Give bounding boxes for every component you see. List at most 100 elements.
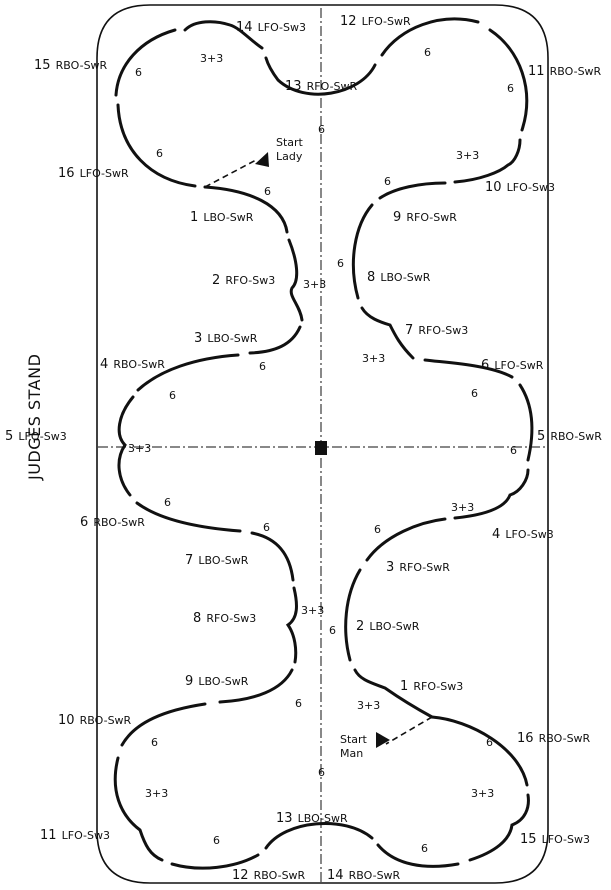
- beat-count: 6: [510, 444, 517, 457]
- beat-count: 6: [263, 521, 270, 534]
- lady-lobe-4: [136, 353, 240, 392]
- beat-count: 6: [337, 257, 344, 270]
- rink-outline: [96, 4, 549, 884]
- lady-lobe-2: [287, 238, 304, 322]
- man-lobe-8: [351, 203, 374, 300]
- lady-step-label: 6 RBO-SwR: [80, 511, 145, 530]
- judges-stand-label: JUDGES STAND: [25, 354, 44, 481]
- man-step-label: 16 LFO-SwR: [58, 162, 129, 181]
- man-step-label: 5 RBO-SwR: [537, 425, 602, 444]
- man-step-label: 1 RFO-Sw3: [400, 675, 463, 694]
- man-lobe-7: [360, 306, 415, 360]
- man-lobe-10: [453, 138, 522, 184]
- lady-step-label: 12 RBO-SwR: [232, 864, 306, 883]
- man-pattern-lobes: [114, 17, 534, 719]
- lady-step-label: 1 LBO-SwR: [190, 206, 254, 225]
- rink-center-marker: [315, 441, 327, 455]
- lady-step-label: 8 RFO-Sw3: [193, 607, 256, 626]
- man-lobe-15: [114, 28, 177, 97]
- beat-count-split: 3+3: [200, 52, 223, 65]
- man-lobe-1: [353, 668, 434, 719]
- beat-count: 6: [318, 123, 325, 136]
- beat-count-split: 3+3: [128, 442, 151, 455]
- beat-count: 6: [295, 697, 302, 710]
- beat-count: 6: [329, 624, 336, 637]
- beat-count-split: 3+3: [456, 149, 479, 162]
- lady-lobe-16: [430, 715, 529, 787]
- start-lady-line2: Lady: [276, 150, 303, 163]
- lady-step-label: 11 LFO-Sw3: [40, 824, 110, 843]
- man-lobe-14: [183, 20, 264, 50]
- man-step-labels: 1 RFO-Sw3 2 LBO-SwR 3 RFO-SwR 4 LFO-Sw3 …: [34, 10, 602, 694]
- lady-lobe-5: [117, 395, 135, 497]
- lady-lobe-6: [135, 501, 242, 533]
- lady-step-label: 2 RFO-Sw3: [212, 269, 275, 288]
- man-step-label: 2 LBO-SwR: [356, 615, 420, 634]
- beat-count-split: 3+3: [303, 278, 326, 291]
- man-lobe-12: [380, 17, 480, 57]
- lady-lobe-10: [120, 702, 207, 747]
- lady-lobe-11: [113, 756, 164, 862]
- beat-count: 6: [151, 736, 158, 749]
- beat-annotations: 6 6 6 6 6 6 6 6 6 6 6 6 6 6 6 6 6 6 6 6 …: [128, 46, 517, 855]
- lady-step-label: 13 LBO-SwR: [276, 807, 348, 826]
- beat-count-split: 3+3: [301, 604, 324, 617]
- man-lobe-3: [365, 517, 447, 562]
- beat-count: 6: [384, 175, 391, 188]
- lady-step-label: 16 RBO-SwR: [517, 727, 591, 746]
- lady-lobe-15: [468, 793, 530, 862]
- beat-count-split: 3+3: [357, 699, 380, 712]
- beat-count: 6: [156, 147, 163, 160]
- man-lobe-9: [378, 181, 447, 200]
- start-man-marker: Start Man: [340, 716, 433, 760]
- lady-lobe-1: [203, 185, 289, 234]
- man-lobe-16: [116, 103, 197, 188]
- beat-count: 6: [424, 46, 431, 59]
- man-step-label: 10 LFO-Sw3: [485, 176, 555, 195]
- beat-count: 6: [264, 185, 271, 198]
- start-man-arrow-icon: [376, 732, 390, 748]
- lady-step-label: 14 RBO-SwR: [327, 864, 401, 883]
- man-lobe-6: [423, 358, 514, 379]
- start-lady-arrow-icon: [255, 152, 269, 167]
- man-step-label: 6 LFO-SwR: [481, 354, 544, 373]
- beat-count-split: 3+3: [362, 352, 385, 365]
- man-step-label: 13 RFO-SwR: [285, 75, 358, 94]
- man-step-label: 4 LFO-Sw3: [492, 523, 554, 542]
- lady-step-labels: 1 LBO-SwR 2 RFO-Sw3 3 LBO-SwR 4 RBO-SwR …: [5, 206, 591, 883]
- lady-step-label: 4 RBO-SwR: [100, 353, 165, 372]
- man-step-label: 14 LFO-Sw3: [236, 16, 306, 35]
- lady-lobe-12: [170, 853, 260, 870]
- lady-step-label: 7 LBO-SwR: [185, 549, 249, 568]
- start-lady-marker: Start Lady: [204, 136, 304, 188]
- lady-lobe-3: [248, 325, 302, 355]
- man-lobe-4: [453, 468, 530, 520]
- beat-count: 6: [213, 834, 220, 847]
- beat-count: 6: [486, 736, 493, 749]
- lady-step-label: 15 LFO-Sw3: [520, 828, 590, 847]
- lady-lobe-14: [376, 843, 460, 868]
- lady-step-label: 3 LBO-SwR: [194, 327, 258, 346]
- man-lobe-13: [264, 56, 377, 96]
- man-step-label: 11 RBO-SwR: [528, 60, 602, 79]
- man-step-label: 8 LBO-SwR: [367, 266, 431, 285]
- man-step-label: 9 RFO-SwR: [393, 206, 457, 225]
- man-step-label: 12 LFO-SwR: [340, 10, 411, 29]
- beat-count: 6: [507, 82, 514, 95]
- man-lobe-2: [344, 568, 362, 662]
- start-man-line2: Man: [340, 747, 363, 760]
- start-lady-line1: Start: [276, 136, 304, 149]
- lady-lobe-7: [250, 531, 295, 582]
- beat-count: 6: [164, 496, 171, 509]
- lady-lobe-13: [264, 821, 374, 850]
- man-step-label: 7 RFO-Sw3: [405, 319, 468, 338]
- lady-pattern-lobes: [113, 185, 530, 870]
- beat-count-split: 3+3: [145, 787, 168, 800]
- man-step-label: 3 RFO-SwR: [386, 556, 450, 575]
- lady-step-label: 10 RBO-SwR: [58, 709, 132, 728]
- lady-lobe-8: [285, 586, 298, 664]
- lady-step-label: 9 LBO-SwR: [185, 670, 249, 689]
- beat-count: 6: [374, 523, 381, 536]
- man-step-label: 15 RBO-SwR: [34, 54, 108, 73]
